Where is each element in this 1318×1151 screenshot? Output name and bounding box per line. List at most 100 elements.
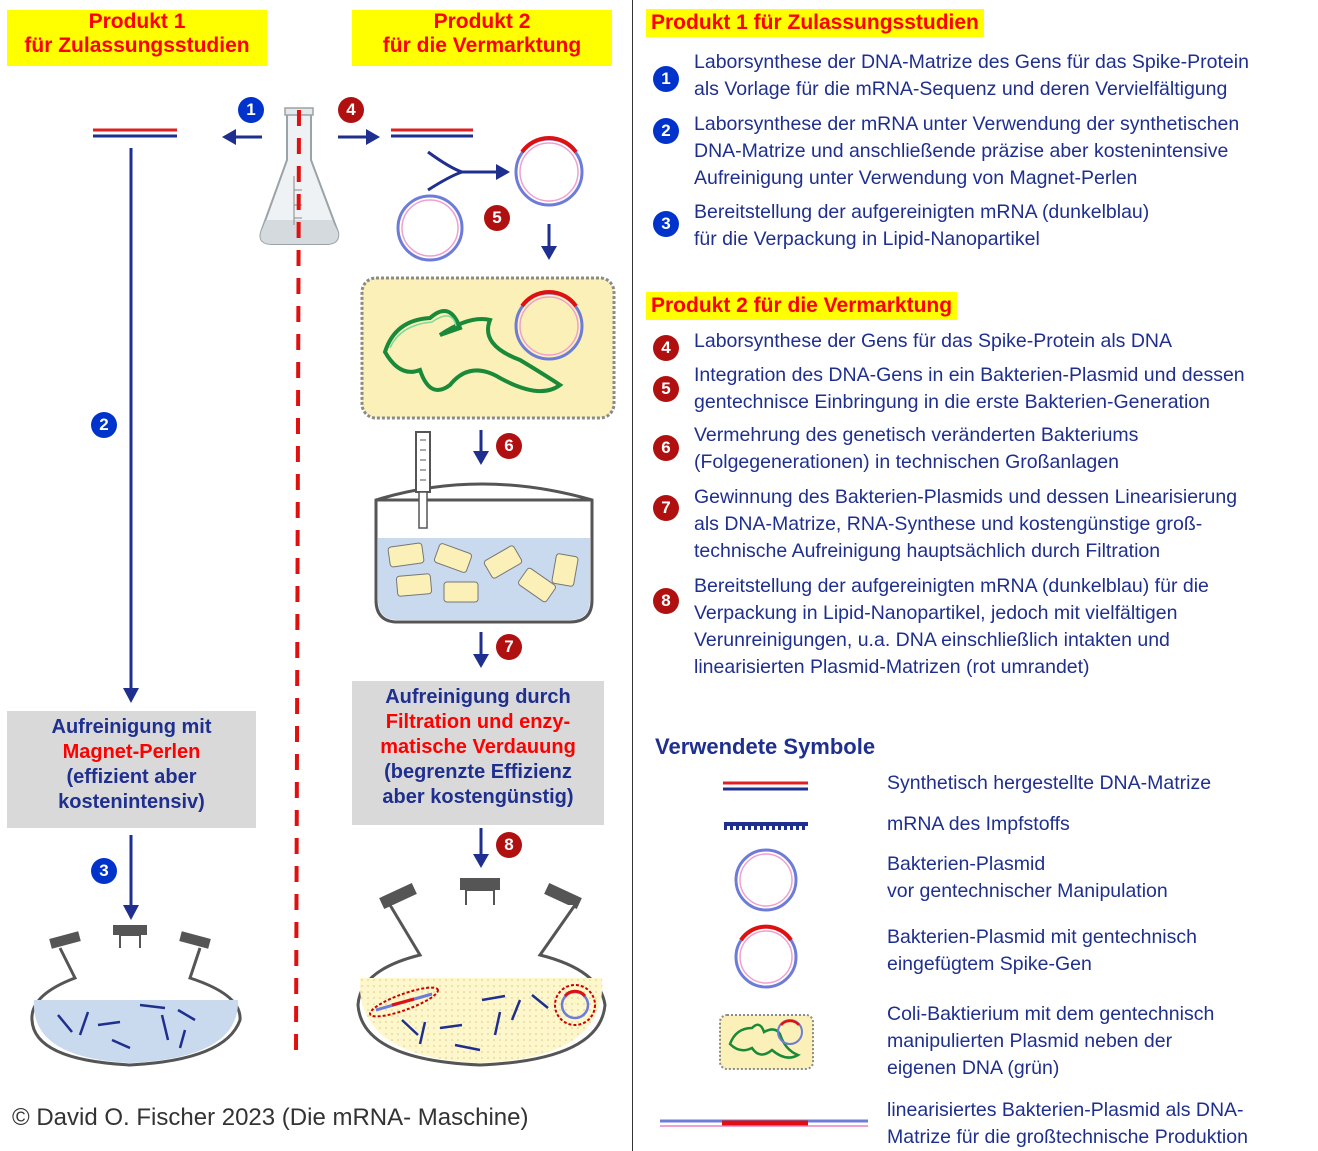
arrow-to-bacterium <box>541 224 557 260</box>
arrow-step-8 <box>473 828 489 868</box>
symbol-bacterium <box>719 1014 814 1070</box>
arrow-step-7 <box>473 632 489 668</box>
dna-template-product1 <box>93 128 177 138</box>
step-6-text: Vermehrung des genetisch veränderten Bak… <box>694 422 1138 476</box>
step-3-text: Bereitstellung der aufgereinigten mRNA (… <box>694 199 1149 253</box>
symbol-label-4-line2: eingefügtem Spike-Gen <box>887 953 1092 975</box>
badge-step-3: 3 <box>91 858 117 884</box>
plasmid-with-spike-gene <box>514 135 584 207</box>
legend-badge-4: 4 <box>653 335 679 361</box>
flask-product-1 <box>30 925 242 1067</box>
section-1-title: Produkt 1 für Zulassungsstudien <box>646 9 984 37</box>
purification-box-1-line3: (effizient aber <box>66 766 197 788</box>
step-6-line1: Vermehrung des genetisch veränderten Bak… <box>694 424 1139 446</box>
header-product-2-line2: für die Vermarktung <box>382 34 582 57</box>
symbol-label-5-line2: manipulierten Plasmid neben der <box>887 1030 1173 1052</box>
arrow-step-2 <box>123 148 139 703</box>
badge-step-2: 2 <box>91 412 117 438</box>
symbol-linearized-plasmid <box>660 1119 868 1127</box>
step-8-line3: Verunreinigungen, u.a. DNA einschließlic… <box>694 629 1170 651</box>
step-1-line1: Laborsynthese der DNA-Matrize des Gens f… <box>694 51 1249 73</box>
step-3-line2: für die Verpackung in Lipid-Nanopartikel <box>694 228 1040 250</box>
step-4-text: Laborsynthese der Gens für das Spike-Pro… <box>694 328 1172 355</box>
badge-step-8: 8 <box>496 832 522 858</box>
header-product-1-line2: für Zulassungsstudien <box>24 34 250 57</box>
dna-template-product2 <box>391 128 473 138</box>
symbol-plasmid <box>734 848 798 912</box>
purification-box-product-2: Aufreinigung durch Filtration und enzy- … <box>352 681 604 825</box>
arrow-step-4 <box>338 129 380 145</box>
legend-badge-1: 1 <box>653 66 679 92</box>
badge-step-5: 5 <box>484 205 510 231</box>
symbol-label-6-line1: linearisiertes Bakterien-Plasmid als DNA… <box>887 1099 1244 1121</box>
step-4-line1: Laborsynthese der Gens für das Spike-Pro… <box>694 330 1172 352</box>
copyright-text: © David O. Fischer 2023 (Die mRNA- Masch… <box>12 1104 529 1131</box>
symbol-plasmid-spike <box>734 924 798 989</box>
step-8-line2: Verpackung in Lipid-Nanopartikel, jedoch… <box>694 602 1178 624</box>
purification-box-2-line4: (begrenzte Effizienz <box>384 761 572 783</box>
step-2-line3: Aufreinigung unter Verwendung von Magnet… <box>694 167 1138 189</box>
symbol-label-6-line2: Matrize für die großtechnische Produktio… <box>887 1126 1248 1148</box>
step-3-line1: Bereitstellung der aufgereinigten mRNA (… <box>694 201 1150 223</box>
step-5-text: Integration des DNA-Gens in ein Bakterie… <box>694 362 1245 416</box>
badge-step-7: 7 <box>496 634 522 660</box>
step-7-line1: Gewinnung des Bakterien-Plasmids und des… <box>694 486 1238 508</box>
flask-product-2 <box>356 878 607 1067</box>
step-2-line1: Laborsynthese der mRNA unter Verwendung … <box>694 113 1240 135</box>
legend-badge-7: 7 <box>653 495 679 521</box>
symbol-label-6: linearisiertes Bakterien-Plasmid als DNA… <box>887 1097 1248 1151</box>
symbol-label-2-line1: mRNA des Impfstoffs <box>887 813 1070 835</box>
step-5-line2: gentechnisce Einbringung in die erste Ba… <box>694 391 1210 413</box>
legend-badge-8: 8 <box>653 588 679 614</box>
section-2-title: Produkt 2 für die Vermarktung <box>646 292 958 320</box>
process-diagram <box>30 107 616 1067</box>
step-2-text: Laborsynthese der mRNA unter Verwendung … <box>694 111 1239 192</box>
symbol-label-1: Synthetisch hergestellte DNA-Matrize <box>887 770 1211 797</box>
symbol-label-3: Bakterien-Plasmid vor gentechnischer Man… <box>887 851 1168 905</box>
step-8-line1: Bereitstellung der aufgereinigten mRNA (… <box>694 575 1209 597</box>
symbol-label-5-line3: eigenen DNA (grün) <box>887 1057 1060 1079</box>
step-7-text: Gewinnung des Bakterien-Plasmids und des… <box>694 484 1237 565</box>
bacterium-icon <box>360 276 616 420</box>
symbol-label-1-line1: Synthetisch hergestellte DNA-Matrize <box>887 772 1212 794</box>
header-product-1-line1: Produkt 1 <box>88 10 186 33</box>
arrow-step-3 <box>123 835 139 920</box>
symbol-label-3-line2: vor gentechnischer Manipulation <box>887 880 1168 902</box>
legend-badge-5: 5 <box>653 376 679 402</box>
purification-box-1-line1: Aufreinigung mit <box>51 716 212 738</box>
step-2-line2: DNA-Matrize und anschließende präzise ab… <box>694 140 1229 162</box>
symbol-label-4-line1: Bakterien-Plasmid mit gentechnisch <box>887 926 1197 948</box>
symbol-label-4: Bakterien-Plasmid mit gentechnisch einge… <box>887 924 1197 978</box>
badge-step-4: 4 <box>338 97 364 123</box>
combine-arrow <box>427 150 510 192</box>
step-1-text: Laborsynthese der DNA-Matrize des Gens f… <box>694 49 1249 103</box>
symbol-label-5-line1: Coli-Baktierium mit dem gentechnisch <box>887 1003 1215 1025</box>
symbol-label-3-line1: Bakterien-Plasmid <box>887 853 1046 875</box>
purification-box-2-line5: aber kostengünstig) <box>382 786 574 808</box>
header-product-1: Produkt 1 für Zulassungsstudien <box>7 10 267 66</box>
purification-box-1-line4: kostenintensiv) <box>58 791 205 813</box>
header-product-2-line1: Produkt 2 <box>433 10 531 33</box>
badge-step-1: 1 <box>238 97 264 123</box>
legend-badge-3: 3 <box>653 211 679 237</box>
purification-box-2-line2: Filtration und enzy- <box>385 711 571 733</box>
purification-box-2-line3: matische Verdauung <box>380 736 576 758</box>
symbol-dna-template <box>723 781 808 791</box>
step-8-text: Bereitstellung der aufgereinigten mRNA (… <box>694 573 1209 681</box>
symbol-label-5: Coli-Baktierium mit dem gentechnisch man… <box>887 1001 1214 1082</box>
symbols-title: Verwendete Symbole <box>655 734 876 759</box>
plasmid-plain <box>396 194 464 262</box>
symbol-graphics <box>660 781 868 1127</box>
arrow-step-6 <box>473 430 489 465</box>
step-7-line3: technische Aufreinigung hauptsächlich du… <box>694 540 1161 562</box>
arrow-step-1 <box>222 129 262 145</box>
fermenter-tank <box>374 431 594 624</box>
purification-box-product-1: Aufreinigung mit Magnet-Perlen (effizien… <box>7 711 256 828</box>
symbol-label-2: mRNA des Impfstoffs <box>887 811 1070 838</box>
divider-dashed-red <box>294 109 301 1056</box>
step-6-line2: (Folgegenerationen) in technischen Großa… <box>694 451 1119 473</box>
symbol-mrna <box>724 822 808 830</box>
panel-divider <box>632 0 633 1151</box>
step-1-line2: als Vorlage für die mRNA-Sequenz und der… <box>694 78 1228 100</box>
legend-badge-2: 2 <box>653 118 679 144</box>
